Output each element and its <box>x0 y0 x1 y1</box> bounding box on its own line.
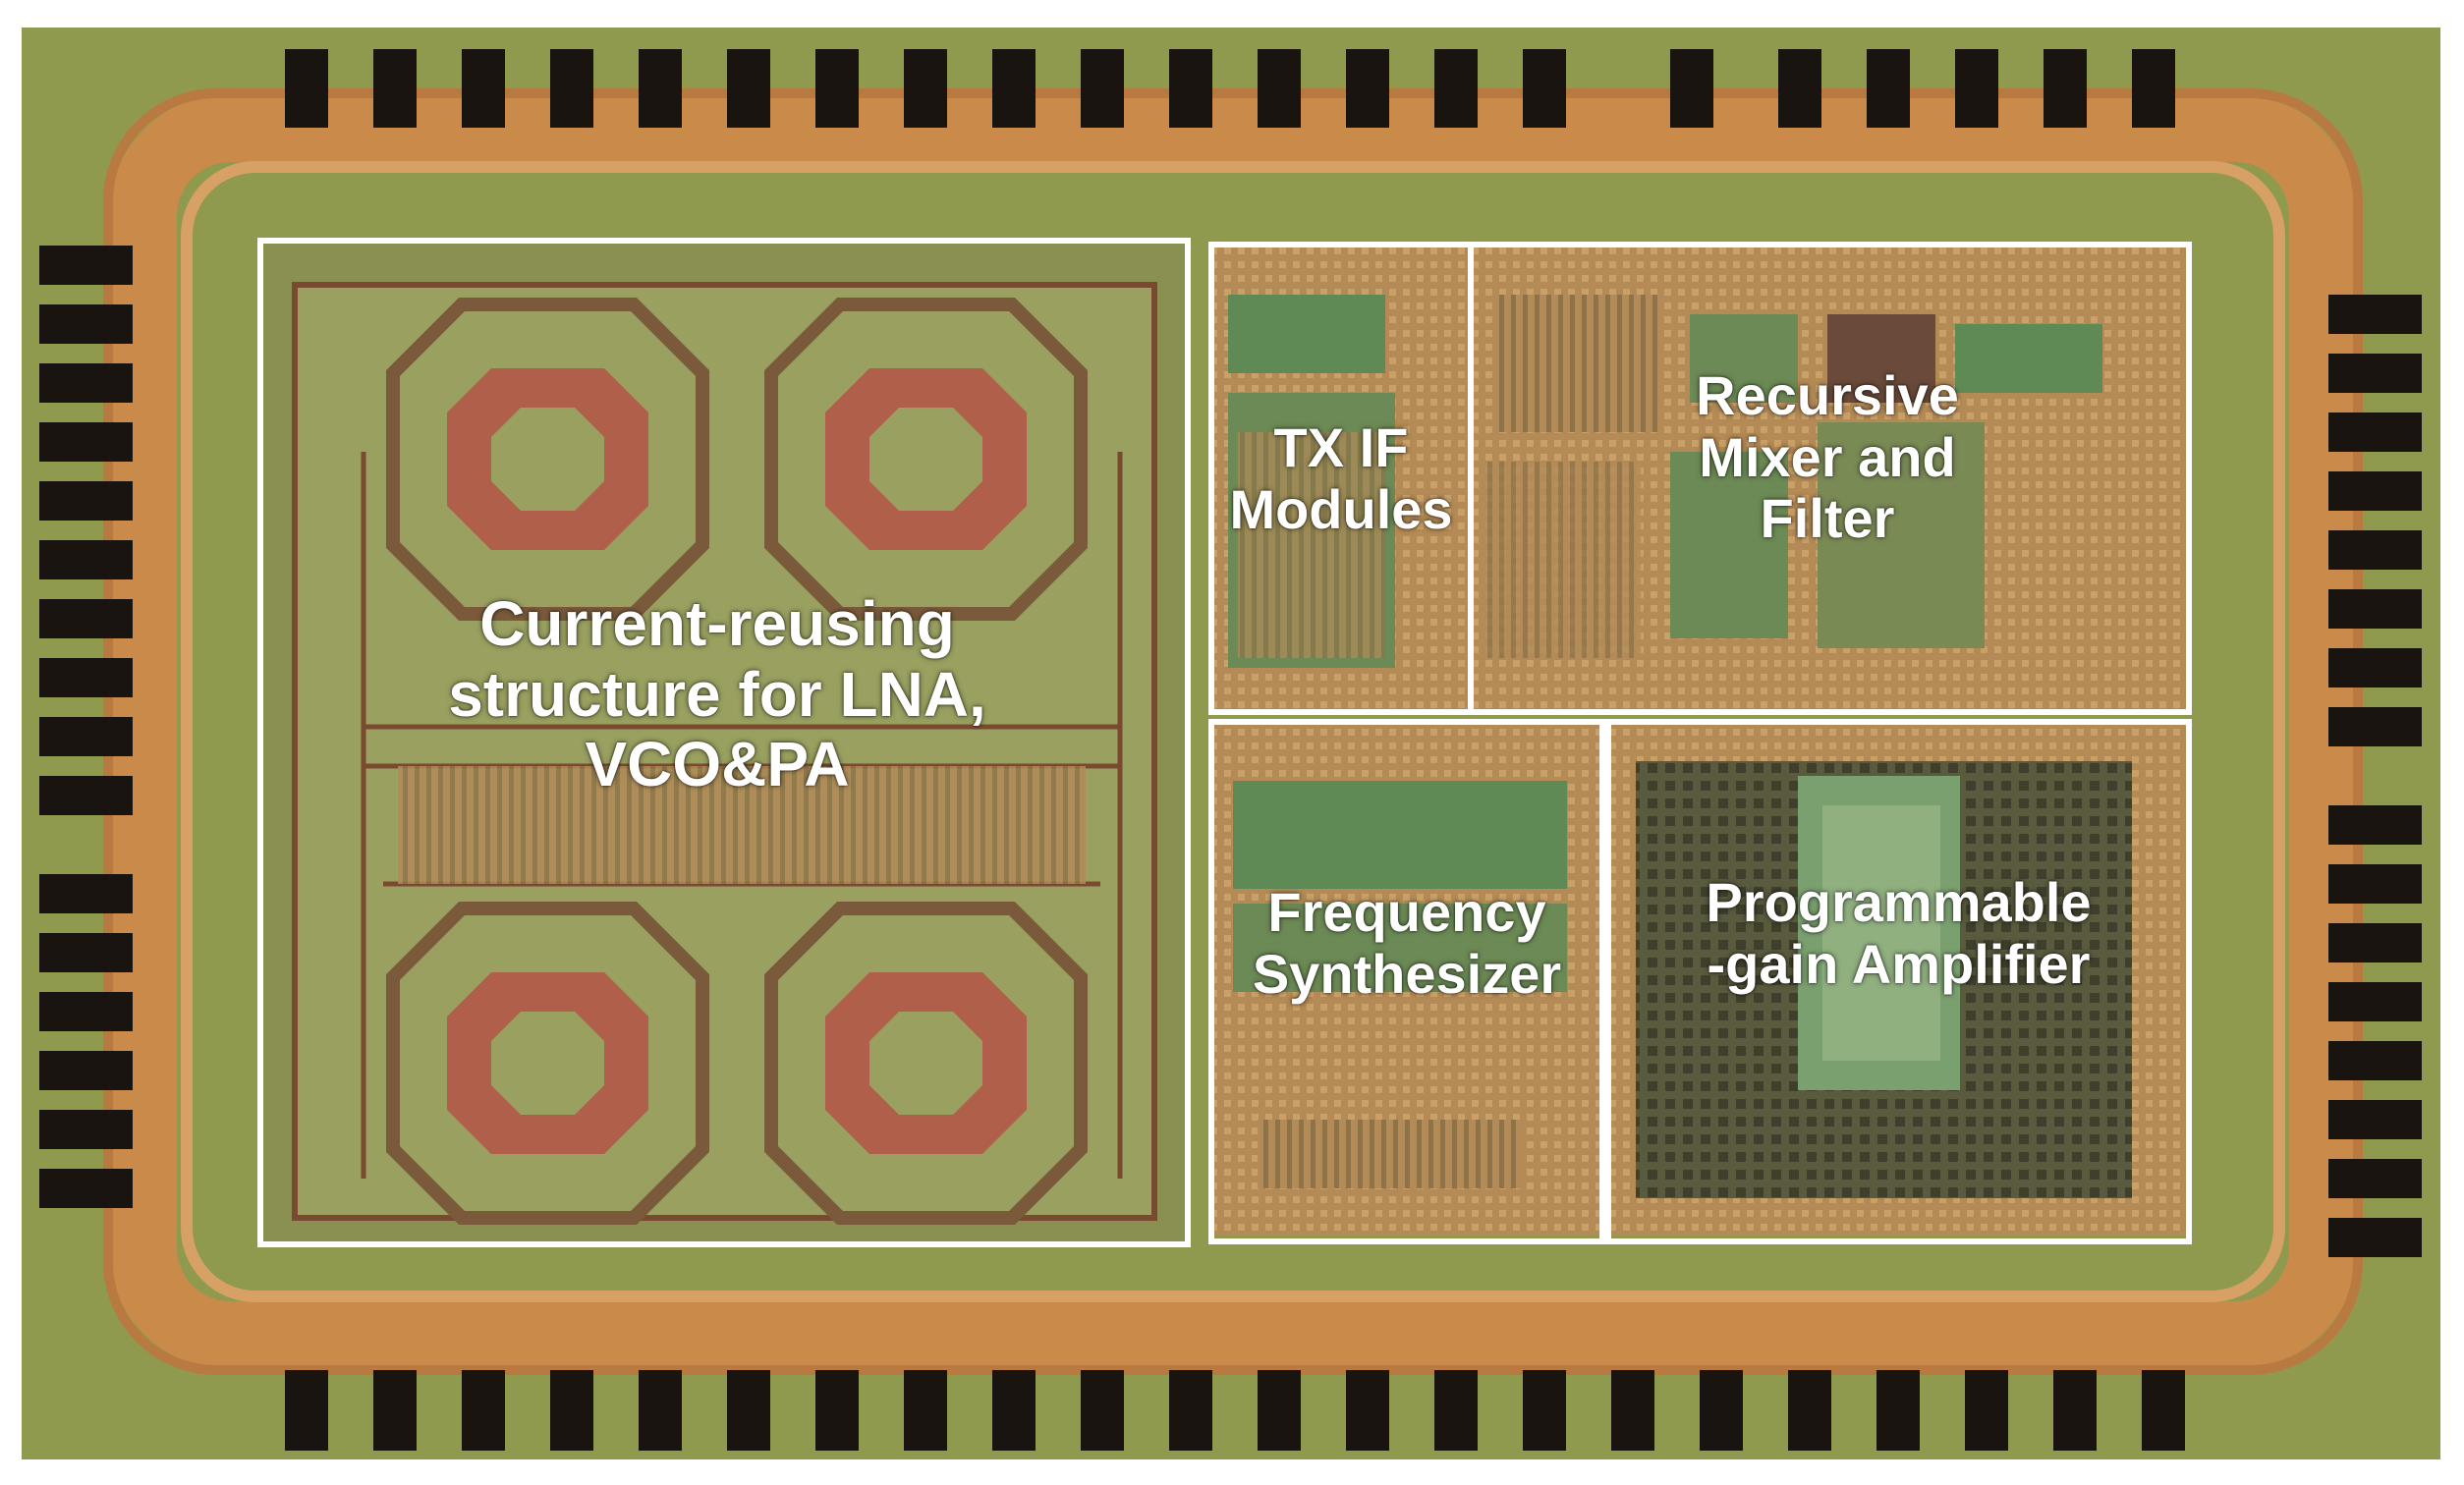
lna-label-line-2: structure for LNA, <box>448 658 986 730</box>
synth-label-line-1: Frequency <box>1267 881 1546 943</box>
inductor-top-left <box>386 298 709 621</box>
right-bond-pads <box>2328 295 2422 1257</box>
mixer-block-frame <box>1468 242 2192 715</box>
mixer-label-line-2: Mixer and <box>1699 425 1956 488</box>
top-bond-pads <box>285 49 2175 128</box>
pga-label-line-2: -gain Amplifier <box>1707 932 2091 995</box>
lna-label-line-1: Current-reusing <box>479 588 955 659</box>
lna-block-label: Current-reusing structure for LNA, VCO&P… <box>373 588 1061 800</box>
synth-block-region <box>1214 725 1599 1236</box>
mixer-block-region <box>1474 248 2186 709</box>
left-bond-pads <box>39 246 133 1208</box>
routing-ring <box>108 93 2358 1370</box>
txif-block-label: TX IF Modules <box>1214 416 1468 540</box>
inductor-bottom-left <box>386 902 709 1225</box>
txif-block-region <box>1214 248 1468 709</box>
pga-block-label: Programmable -gain Amplifier <box>1611 871 2186 995</box>
txif-label-line-1: TX IF <box>1273 416 1409 478</box>
synth-label-line-2: Synthesizer <box>1252 942 1562 1005</box>
inductor-top-right <box>764 298 1088 621</box>
lna-block-region <box>263 244 1185 1241</box>
txif-label-line-2: Modules <box>1229 477 1453 540</box>
synth-block-frame <box>1208 719 1605 1244</box>
mixer-label-line-3: Filter <box>1760 487 1895 550</box>
lna-label-line-3: VCO&PA <box>585 729 850 800</box>
pga-label-line-1: Programmable <box>1706 871 2092 933</box>
mixer-block-label: Recursive Mixer and Filter <box>1631 364 2024 550</box>
pga-block-region <box>1611 725 2186 1236</box>
lna-block-frame <box>257 238 1191 1247</box>
mixer-label-line-1: Recursive <box>1696 364 1959 426</box>
pga-block-frame <box>1605 719 2192 1244</box>
bottom-bond-pads <box>285 1370 2185 1451</box>
synth-block-label: Frequency Synthesizer <box>1214 881 1599 1005</box>
inductor-bottom-right <box>764 902 1088 1225</box>
